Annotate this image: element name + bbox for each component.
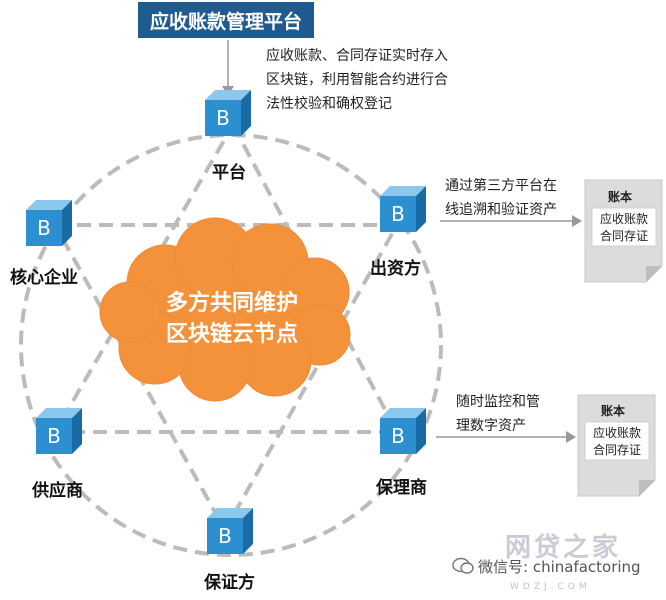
cube-investor-letter: B <box>391 202 405 226</box>
investor-note-line: 线追溯和验证资产 <box>445 202 557 218</box>
cube-factor-letter: B <box>391 424 405 448</box>
ledger-top-line: 合同存证 <box>599 229 648 243</box>
cloud-label-line: 多方共同维护 <box>165 291 298 316</box>
ledger-bottom-line: 合同存证 <box>592 443 641 457</box>
cube-supplier-letter: B <box>47 424 61 448</box>
platform-note-line: 区块链，利用智能合约进行合 <box>266 72 448 88</box>
ledger-top-title: 账本 <box>608 190 633 204</box>
node-label-supplier: 供应商 <box>32 481 83 501</box>
watermark-background: 网贷之家 <box>505 533 622 563</box>
factor-arrow-head <box>566 431 576 443</box>
ledger-top-doc <box>584 179 663 283</box>
cube-guarantor-letter: B <box>218 524 232 548</box>
cloud-shape <box>99 217 351 402</box>
wechat-icon <box>452 557 474 574</box>
investor-note: 通过第三方平台在 线追溯和验证资产 <box>445 174 557 222</box>
node-label-guarantor: 保证方 <box>204 573 255 593</box>
cube-guarantor <box>207 508 253 554</box>
node-label-platform: 平台 <box>212 163 246 183</box>
cube-factor <box>380 408 426 454</box>
platform-note-line: 法性校验和确权登记 <box>266 96 392 112</box>
ledger-bottom-doc <box>577 394 656 497</box>
cube-core <box>26 200 72 246</box>
factor-note: 随时监控和管 理数字资产 <box>456 390 540 438</box>
platform-title: 应收账款管理平台 <box>138 2 314 38</box>
ledger-top-line: 应收账款 <box>599 212 648 226</box>
factor-note-line: 理数字资产 <box>456 418 526 434</box>
ledger-bottom-line: 应收账款 <box>592 426 641 440</box>
cube-core-letter: B <box>37 216 51 240</box>
ledger-bottom-title: 账本 <box>601 404 626 418</box>
watermark-sub: WDZJ.COM <box>510 582 591 592</box>
node-label-investor: 出资方 <box>370 259 421 279</box>
cube-platform <box>205 90 251 136</box>
factor-note-line: 随时监控和管 <box>456 394 540 410</box>
cloud-label: 多方共同维护 区块链云节点 <box>120 288 344 350</box>
cube-supplier <box>36 408 82 454</box>
platform-note: 应收账款、合同存证实时存入 区块链，利用智能合约进行合 法性校验和确权登记 <box>266 44 448 116</box>
cloud-label-line: 区块链云节点 <box>165 322 298 347</box>
node-label-factor: 保理商 <box>376 478 427 498</box>
network-ring <box>19 133 443 557</box>
platform-note-line: 应收账款、合同存证实时存入 <box>266 48 448 64</box>
cube-investor <box>380 186 426 232</box>
investor-note-line: 通过第三方平台在 <box>445 178 557 194</box>
cube-platform-letter: B <box>216 106 230 130</box>
node-label-core: 核心企业 <box>10 268 78 288</box>
investor-arrow-head <box>572 215 582 227</box>
watermark-text: 微信号: chinafactoring <box>478 558 641 576</box>
